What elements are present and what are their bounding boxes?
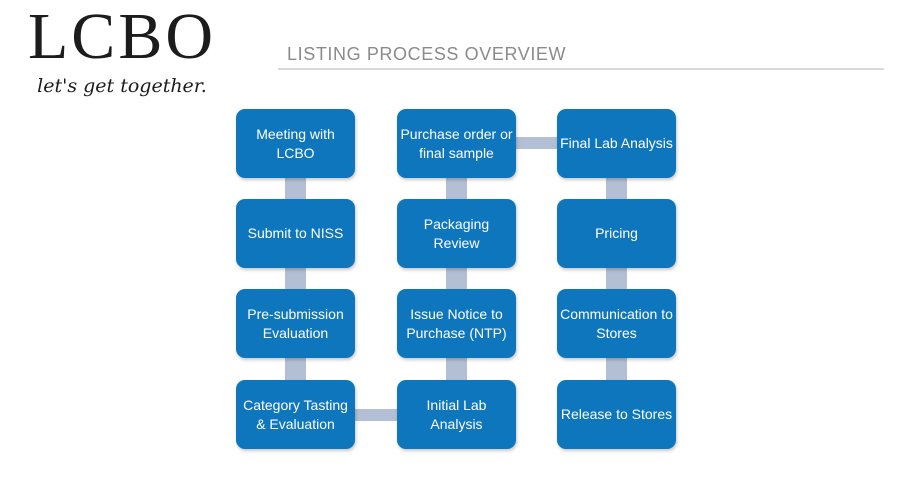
connector-vertical	[446, 265, 467, 291]
connector-horizontal	[513, 137, 560, 149]
connector-vertical	[285, 355, 306, 381]
step-purchase-order-or-final-sample: Purchase order or final sample	[397, 109, 516, 178]
lcbo-logo: LCBO let's get together.	[12, 0, 232, 98]
connector-vertical	[285, 265, 306, 291]
connector-horizontal	[352, 409, 400, 421]
connector-vertical	[446, 355, 467, 381]
lcbo-wordmark: LCBO	[27, 0, 217, 73]
step-packaging-review: Packaging Review	[397, 199, 516, 268]
step-final-lab-analysis: Final Lab Analysis	[557, 109, 676, 178]
step-communication-to-stores: Communication to Stores	[557, 289, 676, 358]
lcbo-tagline: let's get together.	[37, 75, 207, 97]
step-pricing: Pricing	[557, 199, 676, 268]
step-submit-to-niss: Submit to NISS	[236, 199, 355, 268]
connector-vertical	[285, 175, 306, 201]
step-issue-notice-to-purchase: Issue Notice to Purchase (NTP)	[397, 289, 516, 358]
title-underline	[278, 68, 884, 70]
connector-vertical	[606, 265, 627, 291]
connector-vertical	[606, 175, 627, 201]
step-pre-submission-evaluation: Pre-submission Evaluation	[236, 289, 355, 358]
step-initial-lab-analysis: Initial Lab Analysis	[397, 380, 516, 449]
connector-vertical	[446, 175, 467, 201]
page-title: LISTING PROCESS OVERVIEW	[287, 44, 567, 64]
step-meeting-with-lcbo: Meeting with LCBO	[236, 109, 355, 178]
step-release-to-stores: Release to Stores	[557, 380, 676, 449]
step-category-tasting-evaluation: Category Tasting & Evaluation	[236, 380, 355, 449]
connector-vertical	[606, 355, 627, 381]
